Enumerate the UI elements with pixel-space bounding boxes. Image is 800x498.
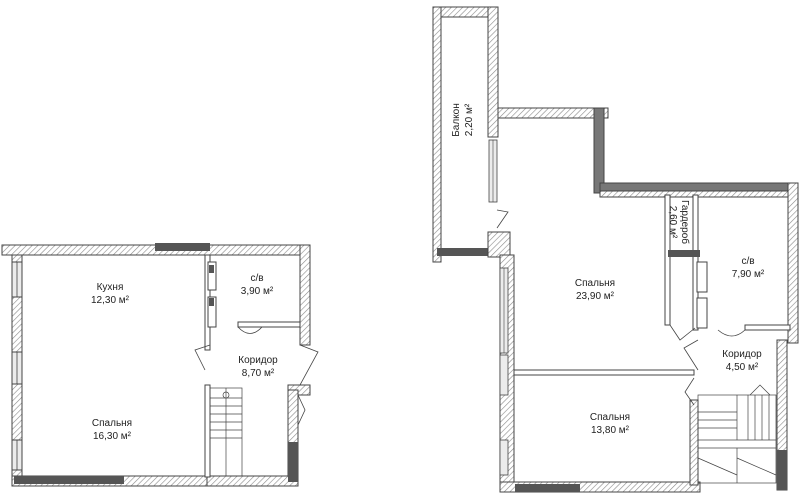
bath-fixture-2 — [207, 296, 217, 328]
bath-fixture-1 — [207, 261, 217, 291]
partition-bath-r-bottom — [744, 324, 791, 331]
door-balcony — [496, 209, 509, 229]
left-unit: Кухня 12,30 м² с/в 3,90 м² Коридор 8,70 … — [1, 243, 319, 487]
room-name-balcony: Балкон — [451, 103, 462, 137]
balcony-wall-right — [487, 6, 499, 138]
right-unit: Балкон 2,20 м² Спальня 23,90 м² Гардероб… — [432, 6, 799, 493]
dark-right — [777, 450, 787, 490]
room-area-balcony: 2,20 м² — [464, 103, 475, 136]
wall-top-dark-h — [599, 182, 791, 192]
room-area-kitchen: 12,30 м² — [91, 295, 130, 306]
room-name-bedroom-big: Спальня — [575, 278, 615, 289]
wall-bottom-right — [206, 475, 299, 487]
room-area-corridor-left: 8,70 м² — [242, 368, 275, 379]
room-area-wardrobe: 2,60 м² — [667, 206, 678, 239]
window-right-3 — [499, 439, 509, 476]
room-area-bedroom-left: 16,30 м² — [93, 431, 132, 442]
balcony-dark — [437, 248, 492, 256]
wall-top-dark-v — [593, 107, 605, 194]
room-name-bedroom-small: Спальня — [590, 412, 630, 423]
door-corridor-right — [299, 344, 319, 386]
partition-bath-bottom — [237, 321, 301, 328]
door-bath — [237, 326, 263, 334]
balcony-label: Балкон 2,20 м² — [451, 103, 475, 137]
partition-stair — [204, 384, 211, 478]
column-right — [288, 442, 298, 482]
door-bedroom-small — [684, 377, 695, 406]
partition-wardrobe-left — [664, 194, 671, 326]
window-right-2 — [499, 354, 509, 396]
room-name-corridor-right: Коридор — [722, 349, 762, 360]
door-bath-r — [717, 329, 746, 337]
bath-fixture-r1 — [696, 261, 708, 293]
wall-right-outer-r — [787, 182, 799, 344]
wall-bottom-main — [499, 481, 701, 493]
door-lower-right — [297, 394, 306, 426]
wall-top-right — [599, 190, 799, 198]
room-area-corridor-right: 4,50 м² — [726, 362, 759, 373]
room-name-corridor-left: Коридор — [238, 355, 278, 366]
room-name-bath-left: с/в — [250, 273, 263, 284]
room-name-bath-right: с/в — [741, 256, 754, 267]
wall-top-step-1 — [497, 107, 609, 119]
room-area-bedroom-big: 23,90 м² — [576, 291, 615, 302]
partition-bedroom-split — [513, 369, 695, 376]
wall-right-outer — [299, 244, 311, 346]
column-bottom — [14, 476, 124, 484]
door-corridor-r — [683, 339, 699, 371]
staircase-left — [209, 387, 243, 477]
dark-bottom — [515, 484, 580, 492]
room-area-bath-right: 7,90 м² — [732, 269, 765, 280]
column-top — [155, 243, 210, 251]
room-name-bedroom-left: Спальня — [92, 418, 132, 429]
room-area-bath-left: 3,90 м² — [241, 286, 274, 297]
staircase-right — [697, 384, 777, 484]
partition-stair-r — [689, 399, 699, 486]
room-name-kitchen: Кухня — [97, 282, 124, 293]
door-wardrobe — [669, 324, 696, 341]
bath-fixture-r2 — [696, 297, 708, 329]
balcony-wall-left — [432, 6, 442, 263]
room-name-wardrobe: Гардероб — [679, 200, 691, 244]
room-area-bedroom-small: 13,80 м² — [591, 425, 630, 436]
door-corridor-left — [194, 344, 211, 371]
balcony-wall-base — [487, 231, 511, 258]
wardrobe-label: Гардероб 2,60 м² — [667, 200, 691, 244]
wardrobe-dark — [668, 250, 700, 257]
